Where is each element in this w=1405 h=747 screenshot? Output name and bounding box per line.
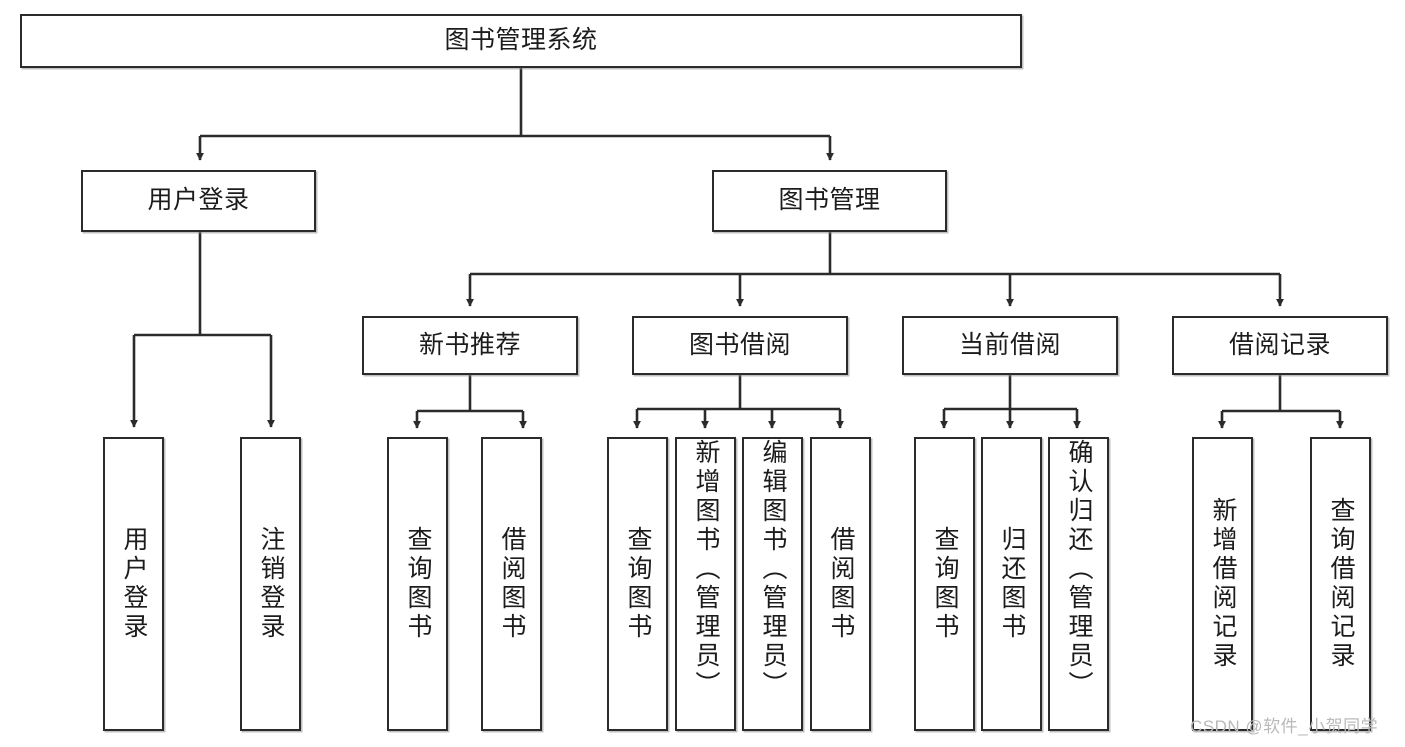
- node-label: 归还图书: [998, 526, 1026, 642]
- node-leaf-add-record[interactable]: 新增借阅记录: [1192, 437, 1253, 731]
- node-user-login[interactable]: 用户登录: [81, 170, 316, 232]
- node-label: 查询图书: [931, 526, 959, 642]
- node-label: 图书借阅: [688, 330, 791, 359]
- csdn-watermark: CSDN @软件_小贺同学: [1190, 717, 1379, 736]
- node-leaf-query-books-1[interactable]: 查询图书: [387, 437, 448, 731]
- node-leaf-user-login[interactable]: 用户登录: [103, 437, 164, 731]
- node-leaf-add-book[interactable]: 新增图书（管理员）: [675, 437, 736, 731]
- node-borrow-record[interactable]: 借阅记录: [1172, 316, 1388, 375]
- node-label: 查询图书: [624, 526, 652, 642]
- node-label: 图书管理: [778, 186, 881, 215]
- node-leaf-query-books-3[interactable]: 查询图书: [914, 437, 975, 731]
- node-leaf-query-record[interactable]: 查询借阅记录: [1310, 437, 1371, 731]
- node-label: 图书管理系统: [444, 26, 598, 55]
- node-current-borrow[interactable]: 当前借阅: [902, 316, 1118, 375]
- node-label: 查询图书: [404, 526, 432, 642]
- node-label: 新书推荐: [418, 330, 521, 359]
- node-label: 用户登录: [120, 526, 148, 642]
- node-label: 当前借阅: [958, 330, 1061, 359]
- node-label: 借阅图书: [827, 526, 855, 642]
- node-leaf-borrow-books-1[interactable]: 借阅图书: [481, 437, 542, 731]
- node-label: 新增借阅记录: [1209, 497, 1237, 671]
- node-leaf-return-book[interactable]: 归还图书: [981, 437, 1042, 731]
- node-label: 注销登录: [257, 526, 285, 642]
- node-label: 查询借阅记录: [1327, 497, 1355, 671]
- node-leaf-edit-book[interactable]: 编辑图书（管理员）: [742, 437, 803, 731]
- node-label: 借阅记录: [1228, 330, 1331, 359]
- node-leaf-borrow-books-2[interactable]: 借阅图书: [810, 437, 871, 731]
- node-book-management[interactable]: 图书管理: [712, 170, 947, 232]
- node-label: 用户登录: [147, 186, 250, 215]
- node-leaf-logout[interactable]: 注销登录: [240, 437, 301, 731]
- node-leaf-query-books-2[interactable]: 查询图书: [607, 437, 668, 731]
- node-label: 编辑图书（管理员）: [759, 439, 787, 700]
- node-book-borrow[interactable]: 图书借阅: [632, 316, 848, 375]
- node-leaf-confirm-return[interactable]: 确认归还（管理员）: [1048, 437, 1109, 731]
- node-new-book-recommend[interactable]: 新书推荐: [362, 316, 578, 375]
- node-label: 新增图书（管理员）: [692, 439, 720, 700]
- node-label: 借阅图书: [498, 526, 526, 642]
- node-label: 确认归还（管理员）: [1065, 439, 1093, 700]
- node-book-management-system[interactable]: 图书管理系统: [20, 14, 1022, 68]
